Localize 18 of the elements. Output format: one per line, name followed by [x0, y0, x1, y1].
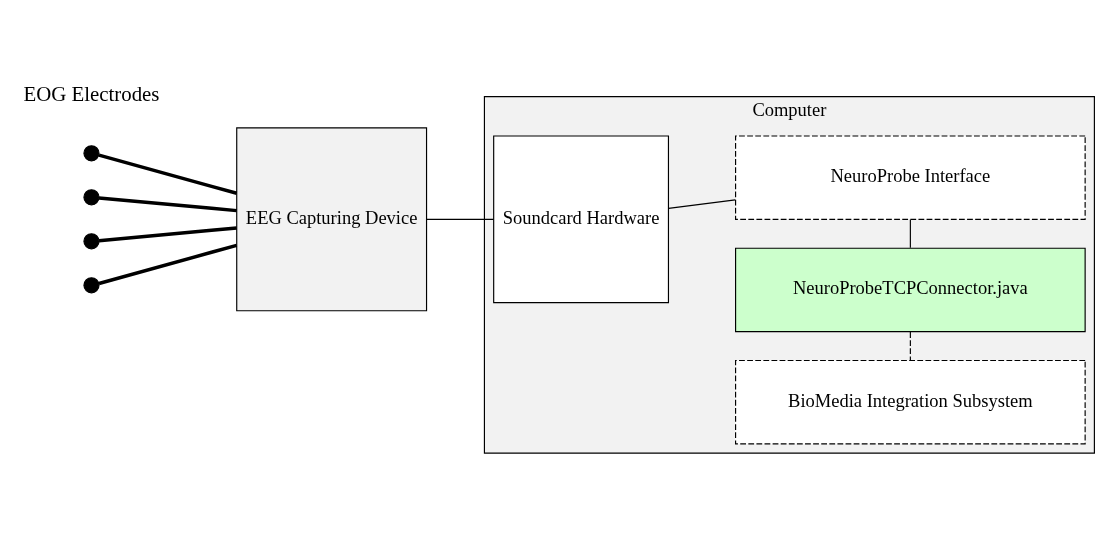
node-box: NeuroProbeTCPConnector.java [735, 247, 1086, 332]
connector [909, 331, 911, 361]
node-box: BioMedia Integration Subsystem [735, 359, 1086, 444]
node-circle [83, 144, 100, 161]
connector [98, 243, 238, 285]
node-circle [83, 276, 100, 293]
connector [426, 218, 495, 220]
node-box: EEG Capturing Device [236, 126, 428, 311]
node-circle [83, 232, 100, 249]
node-circle [83, 188, 100, 205]
connector [98, 195, 237, 212]
connector [98, 225, 237, 242]
label: EOG Electrodes [23, 81, 160, 106]
connector [98, 152, 238, 195]
node-box: Soundcard Hardware [493, 134, 670, 303]
connector [667, 198, 736, 209]
node-box: NeuroProbe Interface [735, 134, 1086, 220]
connector [909, 218, 911, 248]
